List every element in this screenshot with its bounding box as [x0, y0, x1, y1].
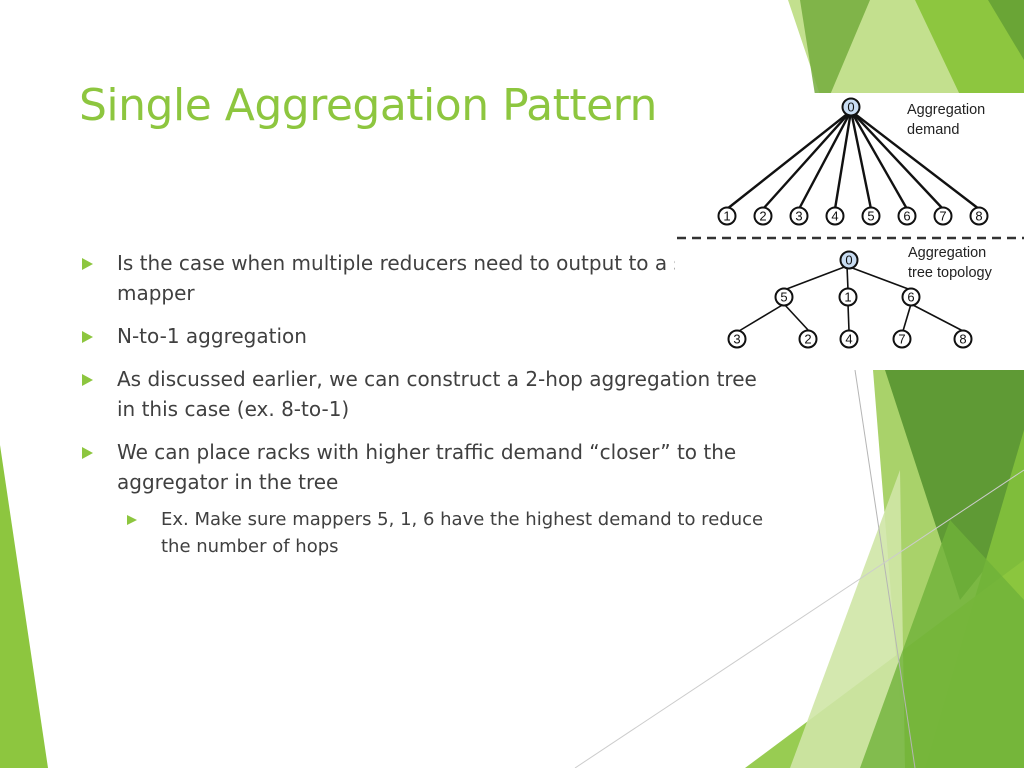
tree-level1-node-label: 1 — [844, 290, 851, 305]
demand-leaf-node-circle — [969, 206, 989, 226]
bullet-text: As discussed earlier, we can construct a… — [117, 367, 757, 421]
green-shape — [988, 0, 1024, 60]
tree-level2-node-label: 2 — [804, 332, 811, 347]
tree-root-node-label: 0 — [845, 253, 852, 268]
demand-leaf-node-circle — [825, 206, 845, 226]
figure-label: tree topology — [908, 265, 993, 281]
tree-level2-node-circle — [953, 329, 973, 349]
bullet-arrow-icon — [82, 374, 93, 386]
tree-level1-node-label: 5 — [780, 290, 787, 305]
bullet-arrow-icon — [82, 447, 93, 459]
tree-level1-node-circle — [774, 287, 794, 307]
figure-label: demand — [907, 122, 959, 138]
demand-leaf-node-label: 7 — [939, 209, 946, 224]
bullet-item: Is the case when multiple reducers need … — [79, 248, 769, 308]
demand-leaf-node-label: 4 — [831, 209, 838, 224]
demand-leaf-node-circle — [753, 206, 773, 226]
tree-level2-node-label: 4 — [845, 332, 852, 347]
green-shape — [885, 370, 1024, 600]
green-shape — [790, 470, 905, 768]
green-shape — [800, 0, 870, 95]
figure-label: Aggregation — [908, 245, 986, 261]
tree-level1-node-circle — [901, 287, 921, 307]
decor-line — [854, 369, 916, 768]
demand-leaf-node-circle — [897, 206, 917, 226]
tree-level2-node-circle — [839, 329, 859, 349]
tree-root-node-circle — [839, 250, 859, 270]
green-shape — [915, 0, 1024, 95]
bullet-text: We can place racks with higher traffic d… — [117, 440, 737, 494]
demand-leaf-node-label: 2 — [759, 209, 766, 224]
demand-leaf-node-label: 8 — [975, 209, 982, 224]
demand-root-node-circle — [841, 97, 861, 117]
decor-line — [574, 469, 1024, 768]
green-shape — [860, 520, 1024, 768]
bullet-item: We can place racks with higher traffic d… — [79, 437, 769, 497]
green-shape — [0, 445, 48, 768]
demand-leaf-node-label: 6 — [903, 209, 910, 224]
tree-level2-node-circle — [727, 329, 747, 349]
figure-label: Aggregation — [907, 102, 985, 118]
demand-leaf-node-label: 5 — [867, 209, 874, 224]
bullet-list: Is the case when multiple reducers need … — [79, 248, 769, 573]
tree-level2-node-label: 8 — [959, 332, 966, 347]
demand-root-node-label: 0 — [847, 100, 854, 115]
sub-bullet-item: Ex. Make sure mappers 5, 1, 6 have the h… — [124, 506, 769, 560]
demand-leaf-node-label: 1 — [723, 209, 730, 224]
bullet-item: As discussed earlier, we can construct a… — [79, 364, 769, 424]
aggregation-figure: 0 1 2 3 4 5 6 7 8 0 5 1 6 3 2 4 7 8 Aggregation demand Ag… — [675, 93, 1024, 370]
demand-leaf-node-circle — [933, 206, 953, 226]
bullet-arrow-icon — [82, 331, 93, 343]
demand-leaf-node-circle — [861, 206, 881, 226]
bullet-item: N-to-1 aggregation — [79, 321, 769, 351]
tree-level1-node-circle — [838, 287, 858, 307]
demand-leaf-node-label: 3 — [795, 209, 802, 224]
demand-leaf-node-circle — [717, 206, 737, 226]
tree-level2-node-circle — [798, 329, 818, 349]
tree-level2-node-label: 3 — [733, 332, 740, 347]
bullet-text: N-to-1 aggregation — [117, 324, 307, 348]
bullet-text: Is the case when multiple reducers need … — [117, 251, 733, 305]
demand-leaf-node-circle — [789, 206, 809, 226]
tree-level1-node-label: 6 — [907, 290, 914, 305]
tree-level2-node-label: 7 — [898, 332, 905, 347]
bullet-arrow-icon — [127, 515, 137, 525]
sub-bullet-text: Ex. Make sure mappers 5, 1, 6 have the h… — [161, 509, 764, 557]
tree-level2-node-circle — [892, 329, 912, 349]
slide-title: Single Aggregation Pattern — [79, 80, 657, 131]
bullet-arrow-icon — [82, 258, 93, 270]
